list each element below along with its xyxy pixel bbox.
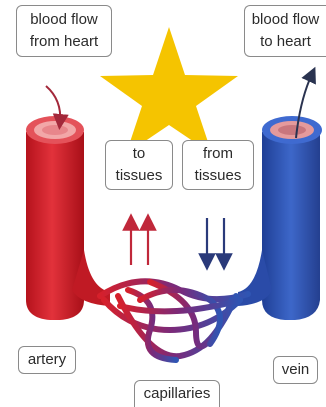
star-icon <box>100 27 238 154</box>
label-blood-flow-to-heart: blood flow to heart <box>244 5 326 57</box>
label-blood-flow-from-heart: blood flow from heart <box>16 5 112 57</box>
label-to-tissues: to tissues <box>105 140 173 190</box>
artery-vessel <box>26 116 110 320</box>
label-artery: artery <box>18 346 76 374</box>
label-vein: vein <box>273 356 318 384</box>
label-capillaries: capillaries <box>134 380 220 407</box>
label-from-tissues: from tissues <box>182 140 254 190</box>
capillary-network <box>100 281 248 360</box>
